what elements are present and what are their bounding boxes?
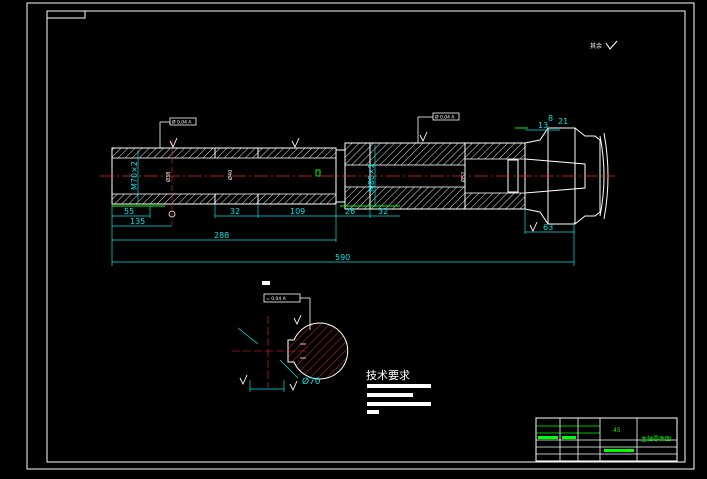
dimension-lines: [111, 129, 575, 266]
dim-288: 288: [214, 231, 229, 240]
roughness-mark-icon: [239, 374, 248, 386]
datum-circle: [168, 210, 176, 218]
dim-32-b: 32: [378, 207, 388, 216]
roughness-mark-icon: [293, 314, 302, 326]
outer-border: [26, 2, 695, 470]
roughness-mark-icon: [419, 131, 428, 143]
technical-requirements: 技术要求: [366, 369, 431, 414]
dim-55: 55: [124, 207, 134, 216]
general-roughness-label: 其余: [590, 42, 602, 50]
roughness-mark-icon: [529, 221, 538, 233]
title-block: 45 主轴零件图: [535, 417, 678, 462]
dim-109: 109: [290, 207, 305, 216]
tolerance-right-text: Ø 0.04 A: [435, 114, 455, 121]
section-tolerance-text: = 0.04 A: [266, 296, 287, 302]
code-box: [46, 10, 86, 19]
dim-26: 26: [345, 207, 355, 216]
title-material: 45: [613, 427, 621, 434]
section-marker: [262, 281, 270, 285]
green-cell: [604, 449, 634, 452]
wall-top-right: [464, 142, 526, 160]
green-mark: [315, 169, 321, 177]
drawing-frame: [26, 2, 695, 470]
title-part-name: 主轴零件图: [641, 435, 671, 443]
head-arc: [599, 135, 605, 217]
general-roughness-note: 其余: [590, 40, 618, 50]
dim-m80: M80×2: [367, 163, 376, 192]
dim-bore-c: Ø52: [460, 172, 467, 182]
dim-8: 8: [548, 114, 553, 123]
tech-req-line-4: [367, 410, 379, 414]
tolerance-frame-right: Ø 0.04 A: [417, 112, 460, 143]
section-disc: [287, 322, 349, 380]
dim-590: 590: [335, 253, 350, 262]
wall-top-mid: [344, 142, 466, 166]
dim-13: 13: [538, 121, 548, 130]
dim-diameter-70: Ø70: [302, 376, 321, 387]
tolerance-left-text: Ø 0.04 A: [172, 119, 192, 126]
dim-bore-a: Ø38: [165, 172, 172, 182]
dim-21: 21: [558, 117, 568, 126]
dim-bore-b: Ø40: [227, 170, 234, 180]
dim-135: 135: [130, 217, 145, 226]
tolerance-frame-left: Ø 0.04 A: [159, 117, 197, 148]
tech-req-line-2: [367, 393, 413, 397]
roughness-symbol-icon: [605, 40, 618, 50]
taper-head: [524, 127, 601, 225]
tech-req-title: 技术要求: [366, 369, 410, 382]
green-cell: [562, 436, 576, 439]
dimension-texts: 55 135 32 109 288 26 32 590 63 13 8 21 M…: [124, 114, 568, 262]
inner-border: [46, 10, 686, 463]
shaft-main-view: [100, 127, 615, 233]
green-cell: [538, 436, 558, 439]
roughness-mark-icon: [169, 137, 178, 149]
wall-bottom-right: [464, 192, 526, 210]
tech-req-line-1: [367, 384, 431, 388]
dim-32-a: 32: [230, 207, 240, 216]
section-view: = 0.04 A Ø70: [232, 281, 349, 392]
roughness-mark-icon: [291, 137, 300, 149]
dim-m70: M70×2: [130, 161, 139, 190]
wall-bottom-left: [111, 193, 337, 205]
tech-req-line-3: [367, 402, 431, 406]
dim-63: 63: [543, 223, 553, 232]
roughness-mark-icon: [289, 380, 298, 392]
wall-top-left: [111, 147, 337, 159]
